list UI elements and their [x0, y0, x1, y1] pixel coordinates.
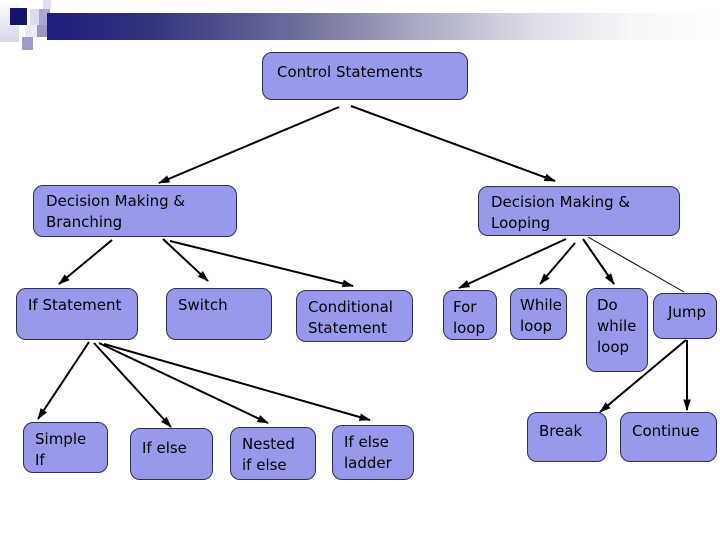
- edge-looping-to-while-loop: [539, 242, 576, 285]
- node-continue: Continue: [620, 412, 717, 462]
- node-decision-making-looping: Decision Making & Looping: [478, 186, 680, 236]
- node-simple-if: Simple If: [23, 422, 108, 473]
- title-bar-gradient: [47, 13, 720, 40]
- decoration-square: [43, 0, 51, 9]
- edge-if-to-if-else: [93, 342, 172, 428]
- node-control-statements: Control Statements: [262, 52, 468, 100]
- node-if-else-ladder: If else ladder: [332, 425, 414, 480]
- node-if-statement: If Statement: [16, 288, 138, 340]
- node-switch: Switch: [166, 288, 272, 340]
- decoration-square: [37, 25, 50, 37]
- edge-branching-to-if-statement: [58, 239, 113, 285]
- decoration-square: [30, 9, 39, 25]
- decoration-square: [25, 25, 37, 37]
- edge-looping-to-jump: [587, 236, 685, 293]
- edge-if-to-if-else-ladder: [103, 343, 371, 421]
- edge-branching-to-switch: [162, 238, 209, 282]
- edge-root-to-looping: [350, 105, 556, 182]
- node-break: Break: [527, 412, 607, 462]
- node-nested-if-else: Nested if else: [230, 427, 316, 480]
- edge-if-to-simple-if: [37, 341, 90, 420]
- edge-branching-to-conditional: [169, 240, 354, 288]
- edge-looping-to-for-loop: [458, 238, 567, 289]
- edge-looping-to-do-while-loop: [582, 238, 615, 285]
- decoration-square: [39, 9, 50, 25]
- node-conditional-statement: Conditional Statement: [296, 290, 413, 342]
- node-if-else: If else: [130, 428, 213, 480]
- node-for-loop: For loop: [443, 290, 497, 340]
- edge-root-to-branching: [158, 106, 340, 184]
- edge-if-to-nested-if-else: [98, 342, 269, 424]
- decoration-dark-square: [10, 8, 27, 25]
- node-do-while-loop: Do while loop: [586, 288, 648, 372]
- node-jump: Jump: [653, 293, 717, 339]
- decoration-square: [22, 37, 33, 50]
- node-decision-making-branching: Decision Making & Branching: [33, 185, 237, 237]
- node-while-loop: While loop: [510, 288, 567, 340]
